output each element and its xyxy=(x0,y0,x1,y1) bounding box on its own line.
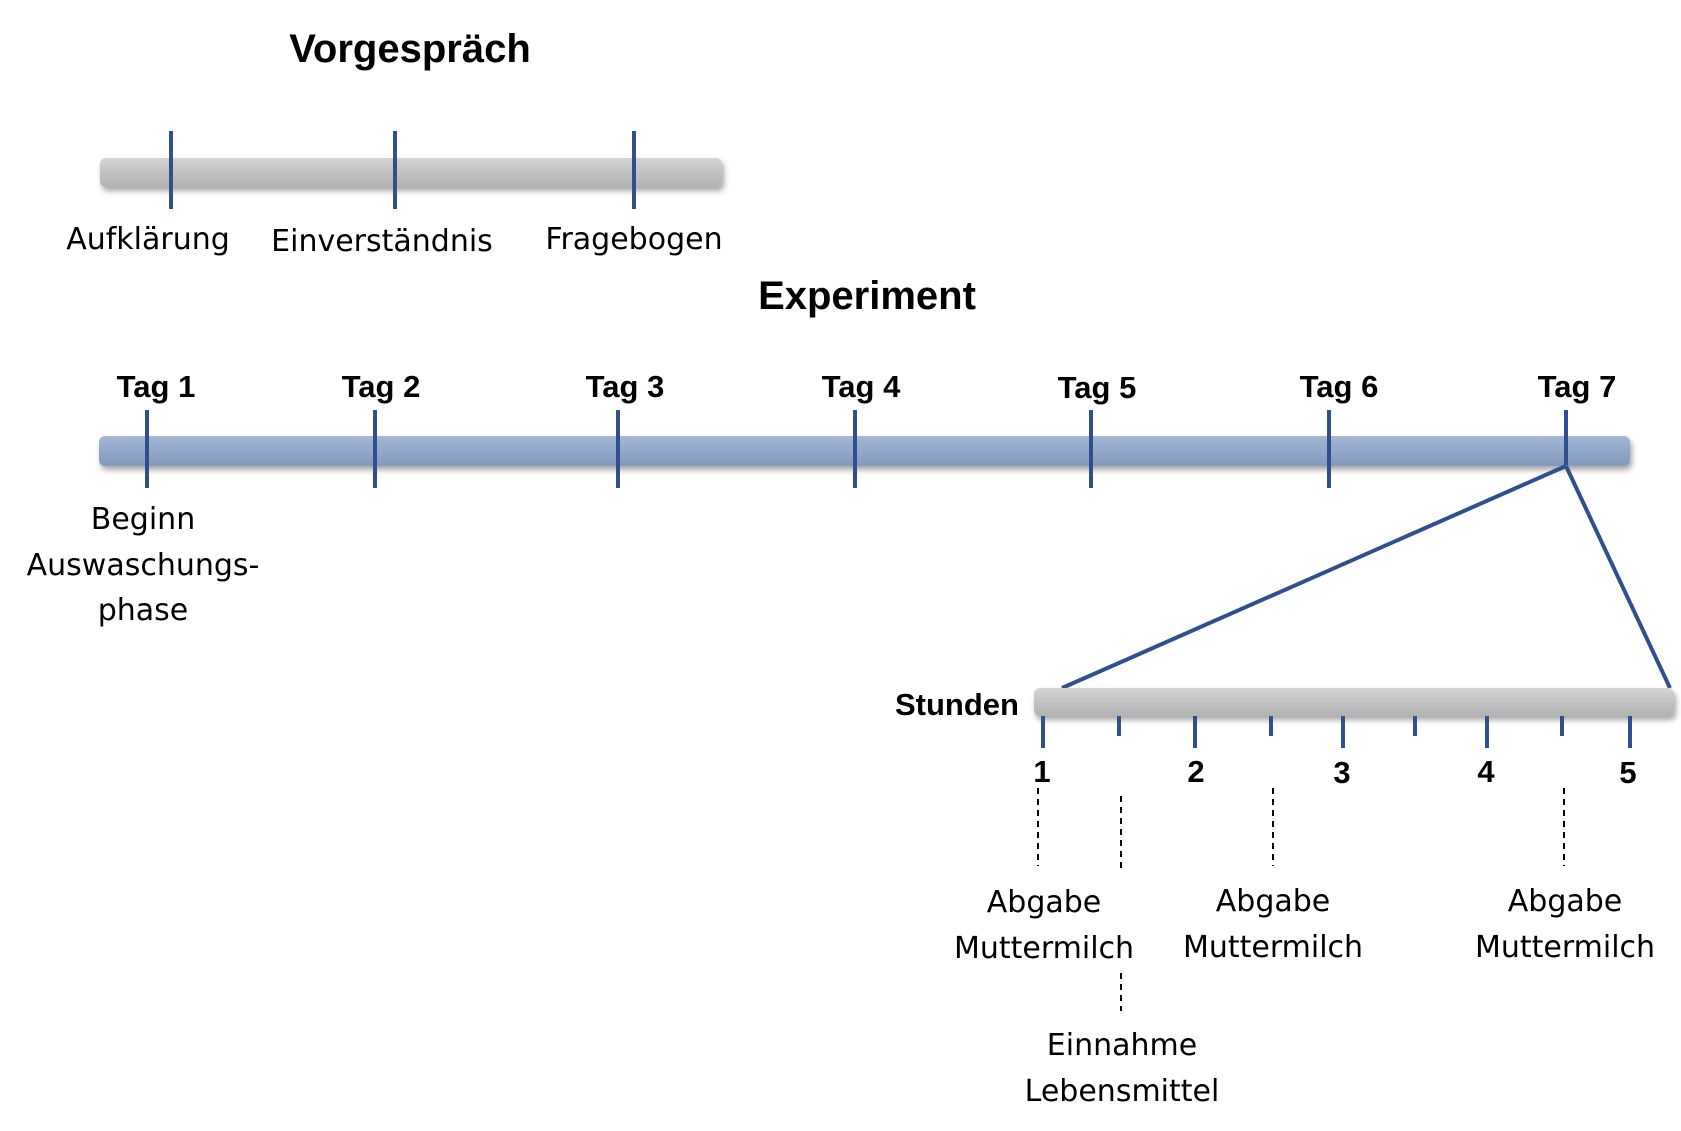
event-abgabe-3-line-1: Abgabe xyxy=(1508,884,1623,919)
day-label-6: Tag 6 xyxy=(1300,369,1379,404)
zoom-line-left xyxy=(1061,464,1567,690)
start-note-line-1: Beginn xyxy=(91,502,195,537)
stunden-bar xyxy=(1034,688,1674,716)
event-einnahme-line-2: Lebensmittel xyxy=(1025,1074,1220,1109)
event-abgabe-1-line-1: Abgabe xyxy=(987,885,1102,920)
hour-label-4: 4 xyxy=(1477,754,1495,789)
label-aufklaerung: Aufklärung xyxy=(66,222,230,257)
hour-label-3: 3 xyxy=(1333,755,1350,790)
event-abgabe-3-line-2: Muttermilch xyxy=(1475,930,1655,965)
stunden-title: Stunden xyxy=(895,687,1019,722)
experiment-title: Experiment xyxy=(758,274,976,318)
day-label-7: Tag 7 xyxy=(1538,369,1617,404)
hour-label-2: 2 xyxy=(1187,754,1204,789)
vorgespraech-title: Vorgespräch xyxy=(289,27,531,71)
event-abgabe-1-line-2: Muttermilch xyxy=(954,931,1134,966)
day-label-3: Tag 3 xyxy=(586,369,665,404)
event-abgabe-2-line-2: Muttermilch xyxy=(1183,930,1363,965)
zoom-connector xyxy=(1061,464,1672,690)
vorgespraech-bar xyxy=(100,158,722,187)
day-label-4: Tag 4 xyxy=(822,369,901,404)
experiment-ticks xyxy=(145,410,1568,488)
label-einverstaendnis: Einverständnis xyxy=(271,224,493,259)
day-label-2: Tag 2 xyxy=(342,369,421,404)
start-note-line-2: Auswaschungs- xyxy=(27,548,260,583)
event-abgabe-2-line-1: Abgabe xyxy=(1216,884,1331,919)
day-label-1: Tag 1 xyxy=(117,369,196,404)
start-note-line-3: phase xyxy=(98,593,189,628)
day-label-5: Tag 5 xyxy=(1058,370,1137,405)
label-fragebogen: Fragebogen xyxy=(545,222,722,257)
vorgespraech-ticks xyxy=(169,131,636,209)
stunden-ticks xyxy=(1041,716,1632,748)
hour-label-5: 5 xyxy=(1619,755,1636,790)
zoom-line-right xyxy=(1564,465,1672,689)
event-leaders xyxy=(1037,788,1565,1011)
event-einnahme-line-1: Einnahme xyxy=(1047,1028,1197,1063)
hour-label-1: 1 xyxy=(1033,754,1050,789)
experiment-bar xyxy=(99,436,1630,466)
